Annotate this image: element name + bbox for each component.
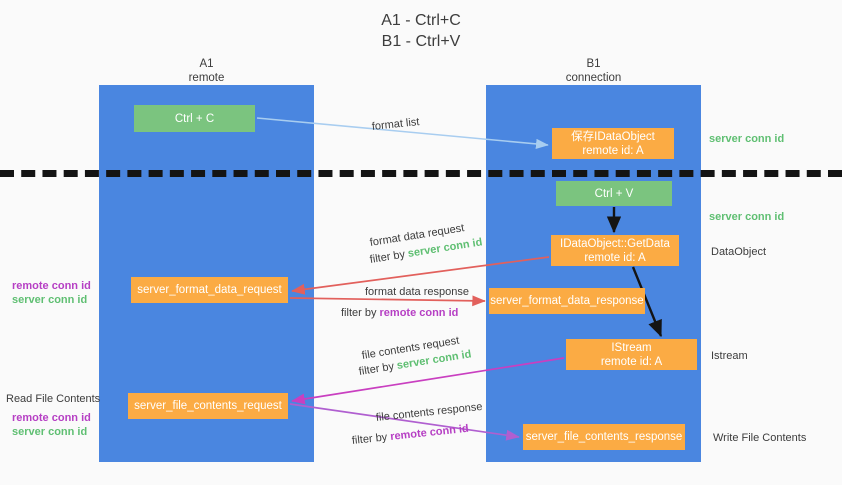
column-a1-sub: remote xyxy=(188,72,225,84)
column-b1-name: B1 xyxy=(586,58,601,70)
side-label-read-file-contents: Read File Contents xyxy=(6,393,101,405)
page-title: A1 - Ctrl+C B1 - Ctrl+V xyxy=(0,10,842,52)
node-server-format-data-request[interactable]: server_format_data_request xyxy=(131,277,288,303)
title-line-1: A1 - Ctrl+C xyxy=(381,12,461,29)
column-header-a1: A1 remote xyxy=(99,57,314,85)
node-idataobject-getdata[interactable]: IDataObject::GetData remote id: A xyxy=(551,235,679,266)
side-label-left-mid-server-conn-id: server conn id xyxy=(12,294,88,306)
node-save-idataobject[interactable]: 保存IDataObject remote id: A xyxy=(552,128,674,159)
filter-prefix-1: filter by xyxy=(368,248,409,266)
node-server-format-data-request-label: server_format_data_request xyxy=(137,284,282,296)
title-line-2: B1 - Ctrl+V xyxy=(381,33,461,50)
node-istream-line2: remote id: A xyxy=(600,355,663,368)
node-server-format-data-response-label: server_format_data_response xyxy=(490,295,644,307)
node-ctrl-c-label: Ctrl + C xyxy=(174,112,215,125)
filter-key-4: remote conn id xyxy=(389,422,470,443)
node-ctrl-v-label: Ctrl + V xyxy=(594,187,634,200)
side-label-dataobject: DataObject xyxy=(711,246,767,258)
edge-label-file-contents-response-filter: filter by remote conn id xyxy=(351,422,469,449)
side-label-left-mid-remote-conn-id: remote conn id xyxy=(12,280,91,292)
node-getdata-line1: IDataObject::GetData xyxy=(560,237,670,250)
node-server-file-contents-response-label: server_file_contents_response xyxy=(525,431,683,443)
column-b1-sub: connection xyxy=(565,72,622,84)
node-ctrl-v[interactable]: Ctrl + V xyxy=(556,181,672,206)
column-a1-name: A1 xyxy=(199,58,214,70)
node-server-file-contents-response[interactable]: server_file_contents_response xyxy=(523,424,685,450)
node-server-file-contents-request[interactable]: server_file_contents_request xyxy=(128,393,288,419)
filter-prefix-2: filter by xyxy=(341,307,380,319)
edge-label-format-data-response: format data response xyxy=(365,286,469,298)
node-getdata-line2: remote id: A xyxy=(584,251,646,264)
node-istream-line1: IStream xyxy=(611,341,652,354)
side-label-left-low-server-conn-id: server conn id xyxy=(12,426,88,438)
column-header-b1: B1 connection xyxy=(486,57,701,85)
divider-dashed-line xyxy=(0,170,842,177)
side-label-write-file-contents: Write File Contents xyxy=(713,432,807,444)
filter-prefix-4: filter by xyxy=(351,431,391,447)
edge-label-format-data-response-filter: filter by remote conn id xyxy=(341,306,458,321)
edge-label-format-list: format list xyxy=(371,116,421,133)
side-label-istream: Istream xyxy=(711,350,748,362)
node-server-format-data-response[interactable]: server_format_data_response xyxy=(489,288,645,314)
node-ctrl-c[interactable]: Ctrl + C xyxy=(134,105,255,132)
node-server-file-contents-request-label: server_file_contents_request xyxy=(134,400,282,412)
node-istream[interactable]: IStream remote id: A xyxy=(566,339,697,370)
filter-key-2: remote conn id xyxy=(379,307,459,319)
side-label-right-mid-server-conn-id: server conn id xyxy=(709,211,785,223)
node-save-idataobject-line1: 保存IDataObject xyxy=(571,130,655,143)
side-label-left-low-remote-conn-id: remote conn id xyxy=(12,412,91,424)
node-save-idataobject-line2: remote id: A xyxy=(582,144,644,157)
side-label-right-top-server-conn-id: server conn id xyxy=(709,133,785,145)
